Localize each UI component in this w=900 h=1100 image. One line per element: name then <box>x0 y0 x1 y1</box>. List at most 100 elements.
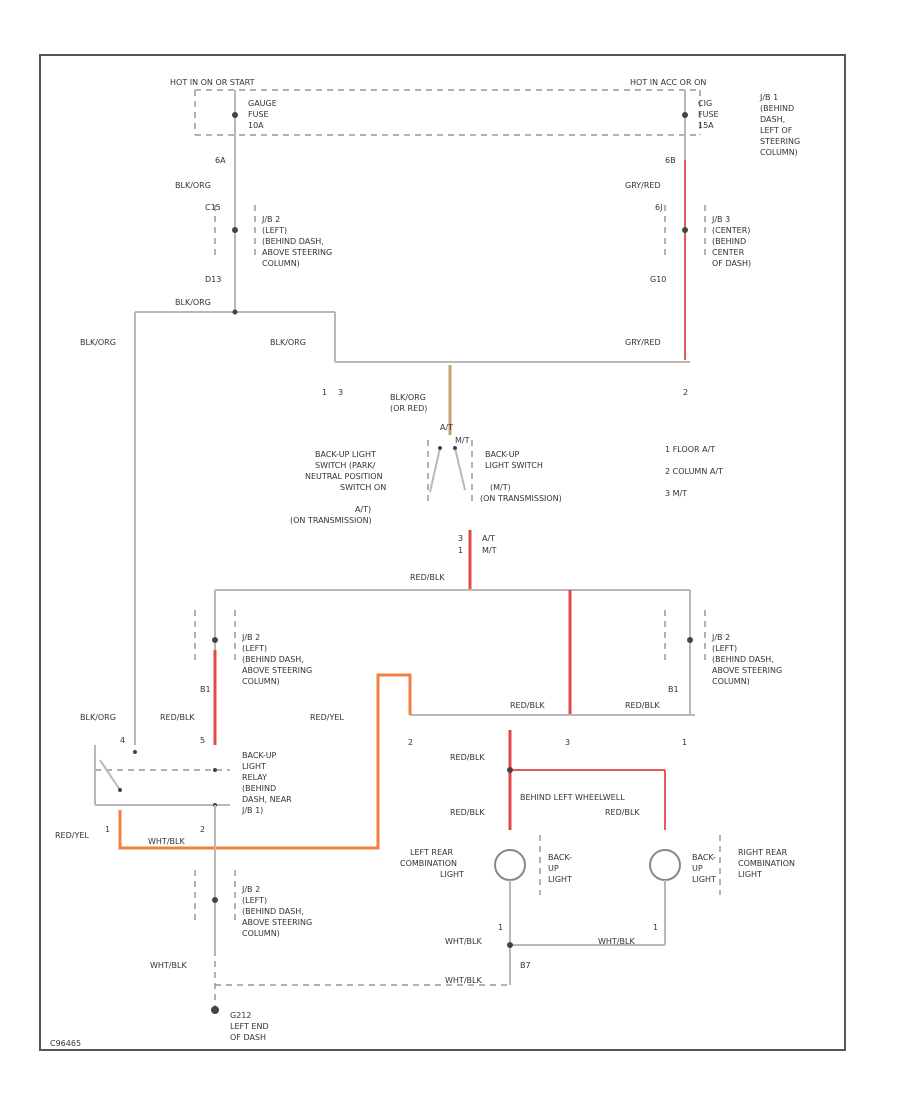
right-lamp-name-3: LIGHT <box>738 870 762 879</box>
pin-5-relay: 5 <box>200 736 205 745</box>
cig-fuse-label-3: 15A <box>698 121 714 130</box>
relay-label-1: BACK-UP <box>242 751 277 760</box>
right-lamp-text-3: LIGHT <box>692 875 716 884</box>
jb2-right-label-3: (BEHIND DASH, <box>712 655 774 664</box>
left-lamp-text-2: UP <box>548 864 559 873</box>
left-lamp-text-1: BACK- <box>548 853 572 862</box>
mt-pin-bottom: M/T <box>482 546 497 555</box>
switch-left-label-4: SWITCH ON <box>340 483 386 492</box>
switch-left-label-2: SWITCH (PARK/ <box>315 461 376 470</box>
jb2-low-label-4: ABOVE STEERING <box>242 918 312 927</box>
jb2-top-label-4: ABOVE STEERING <box>262 248 332 257</box>
jb2-right-connector <box>687 637 693 643</box>
wire-label-red-blk-lamp-2: RED/BLK <box>450 808 485 817</box>
pin-6j-label: 6J <box>655 203 662 212</box>
switch-right-label-1: BACK-UP <box>485 450 520 459</box>
pin-1-right-lamp: 1 <box>653 923 658 932</box>
jb2-low-label-1: J/B 2 <box>241 885 260 894</box>
relay-label-5: DASH, NEAR <box>242 795 292 804</box>
wire-label-wht-blk-ground: WHT/BLK <box>150 961 187 970</box>
pin-b7-label: B7 <box>520 961 531 970</box>
switch-right-label-3: (M/T) <box>490 483 511 492</box>
blk-org-splice <box>232 309 238 315</box>
pin-1-top: 1 <box>322 388 327 397</box>
relay-label-3: RELAY <box>242 773 267 782</box>
red-yel-wire <box>118 673 412 850</box>
jb2-low-label-5: COLUMN) <box>242 929 280 938</box>
diagram-id: C96465 <box>50 1039 81 1048</box>
at-pin-top: A/T <box>440 423 453 432</box>
legend-item-3: 3 M/T <box>665 489 687 498</box>
jb2-top-label-2: (LEFT) <box>262 226 287 235</box>
cig-fuse-symbol <box>682 112 688 118</box>
jb3-label-4: CENTER <box>712 248 745 257</box>
wire-label-red-blk-lamp-1: RED/BLK <box>450 753 485 762</box>
switch-blade-1 <box>429 447 441 493</box>
wire-label-wht-blk-lamp-3: WHT/BLK <box>445 976 482 985</box>
ground-symbol <box>211 1006 219 1014</box>
wire-label-gry-red-2: GRY/RED <box>625 338 661 347</box>
pin-c15-label: C15 <box>205 203 221 212</box>
pin-3-switch: 3 <box>458 534 463 543</box>
jb2-mid-label-4: ABOVE STEERING <box>242 666 312 675</box>
wire-label-blk-org-or-red-2: (OR RED) <box>390 404 427 413</box>
pin-b1-left: B1 <box>200 685 211 694</box>
jb2-top-label-5: COLUMN) <box>262 259 300 268</box>
pin-3-top: 3 <box>338 388 343 397</box>
right-lamp-name-2: COMBINATION <box>738 859 795 868</box>
wire-label-red-yel-top: RED/YEL <box>310 713 344 722</box>
wire-label-red-blk-lamp-3: RED/BLK <box>605 808 640 817</box>
wire-label-blk-org-4: BLK/ORG <box>270 338 306 347</box>
pin-g10-label: G10 <box>650 275 666 284</box>
mt-pin-top: M/T <box>455 436 470 445</box>
jb1-label-6: COLUMN) <box>760 148 798 157</box>
pin-2-relay: 2 <box>200 825 205 834</box>
wire-label-red-blk-right: RED/BLK <box>625 701 660 710</box>
gauge-fuse-symbol <box>232 112 238 118</box>
jb2-mid-label-1: J/B 2 <box>241 633 260 642</box>
relay-label-6: J/B 1) <box>241 806 263 815</box>
pin-2-bus: 2 <box>408 738 413 747</box>
left-lamp-name-2: COMBINATION <box>400 859 457 868</box>
jb2-mid-label-5: COLUMN) <box>242 677 280 686</box>
left-lamp-text-3: LIGHT <box>548 875 572 884</box>
jb1-label-4: LEFT OF <box>760 126 793 135</box>
switch-contact-2 <box>453 446 457 450</box>
switch-left-label-6: (ON TRANSMISSION) <box>290 516 372 525</box>
jb2-right-label-5: COLUMN) <box>712 677 750 686</box>
lamp-feed-splice <box>507 767 513 773</box>
wire-label-gry-red-1: GRY/RED <box>625 181 661 190</box>
pin-b1-right: B1 <box>668 685 679 694</box>
jb2-low-label-3: (BEHIND DASH, <box>242 907 304 916</box>
diagram-frame <box>39 54 846 1051</box>
right-lamp-text-1: BACK- <box>692 853 716 862</box>
wire-label-red-blk-bus: RED/BLK <box>410 573 445 582</box>
wire-label-red-yel-relay: RED/YEL <box>55 831 89 840</box>
switch-left-label-1: BACK-UP LIGHT <box>315 450 376 459</box>
pin-1-left-lamp: 1 <box>498 923 503 932</box>
relay-contact-3 <box>213 768 217 772</box>
wire-label-wht-blk-lamp-1: WHT/BLK <box>445 937 482 946</box>
jb1-label-1: J/B 1 <box>759 93 778 102</box>
top-right-power-label: HOT IN ACC OR ON <box>630 78 706 87</box>
relay-switch-arm <box>99 759 121 791</box>
switch-blade-2 <box>454 447 466 491</box>
switch-left-label-3: NEUTRAL POSITION <box>305 472 383 481</box>
wire-label-blk-org-or-red-1: BLK/ORG <box>390 393 426 402</box>
wire-label-red-blk-left: RED/BLK <box>160 713 195 722</box>
jb2-right-label-2: (LEFT) <box>712 644 737 653</box>
jb2-right-label-1: J/B 2 <box>711 633 730 642</box>
wire-label-blk-org-5: BLK/ORG <box>80 713 116 722</box>
gauge-fuse-label-3: 10A <box>248 121 264 130</box>
wire-label-blk-org-1: BLK/ORG <box>175 181 211 190</box>
wire-code: BEHIND LEFT WHEELWELL <box>520 793 625 802</box>
legend-item-1: 1 FLOOR A/T <box>665 445 715 454</box>
lamp-ground-splice <box>507 942 513 948</box>
cig-fuse-label-1: CIG <box>698 99 712 108</box>
switch-right-label-4: (ON TRANSMISSION) <box>480 494 562 503</box>
jb1-label-2: (BEHIND <box>760 104 794 113</box>
pin-6a-label: 6A <box>215 156 226 165</box>
pin-4-relay: 4 <box>120 736 125 745</box>
pin-1-switch: 1 <box>458 546 463 555</box>
